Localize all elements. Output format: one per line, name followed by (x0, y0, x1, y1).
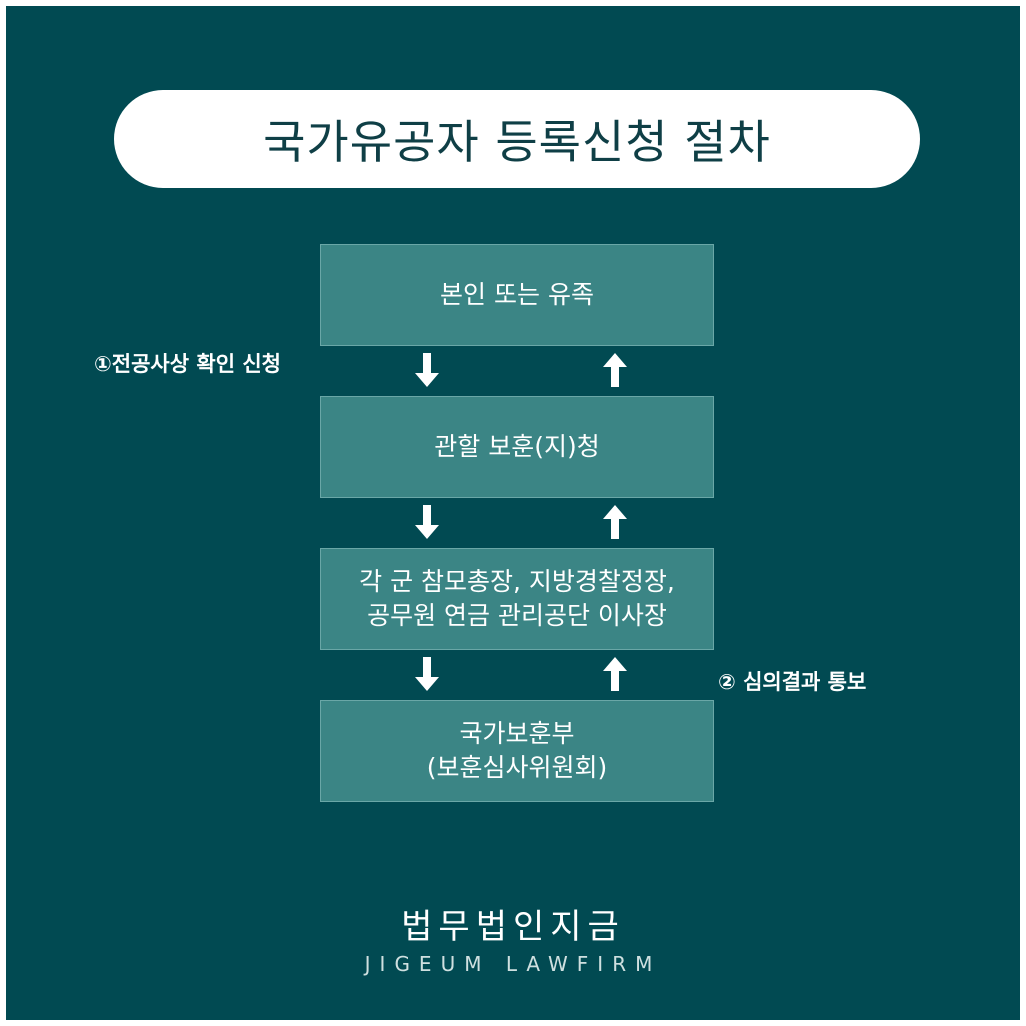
down-arrow-icon (415, 505, 439, 539)
up-arrow-icon (603, 505, 627, 539)
step-box-ministry-line-1: 국가보훈부 (459, 719, 575, 748)
up-arrow-icon (603, 657, 627, 691)
step-box-applicant-label: 본인 또는 유족 (440, 280, 594, 309)
step-box-chiefs-line-2: 공무원 연금 관리공단 이사장 (367, 601, 667, 630)
step-box-chiefs: 각 군 참모총장, 지방경찰정장, 공무원 연금 관리공단 이사장 (320, 548, 714, 650)
up-arrow-icon (603, 353, 627, 387)
diagram-canvas: 국가유공자 등록신청 절차 본인 또는 유족 관할 보훈(지)청 각 군 참모총… (6, 6, 1020, 1020)
label-apply: ①전공사상 확인 신청 (94, 352, 281, 376)
step-box-ministry-line-2: (보훈심사위원회) (426, 753, 608, 782)
down-arrow-icon (415, 657, 439, 691)
step-box-ministry: 국가보훈부 (보훈심사위원회) (320, 700, 714, 802)
down-arrow-icon (415, 353, 439, 387)
step-box-regional-office-label: 관할 보훈(지)청 (434, 432, 600, 461)
firm-name-korean: 법무법인지금 (401, 907, 625, 947)
step-box-chiefs-line-1: 각 군 참모총장, 지방경찰정장, (359, 567, 675, 596)
page-title: 국가유공자 등록신청 절차 (263, 115, 771, 169)
step-box-applicant: 본인 또는 유족 (320, 244, 714, 346)
title-banner: 국가유공자 등록신청 절차 (114, 90, 920, 188)
label-notify: ② 심의결과 통보 (718, 670, 867, 694)
step-box-regional-office: 관할 보훈(지)청 (320, 396, 714, 498)
firm-name-english: JIGEUM LAWFIRM (364, 952, 662, 976)
